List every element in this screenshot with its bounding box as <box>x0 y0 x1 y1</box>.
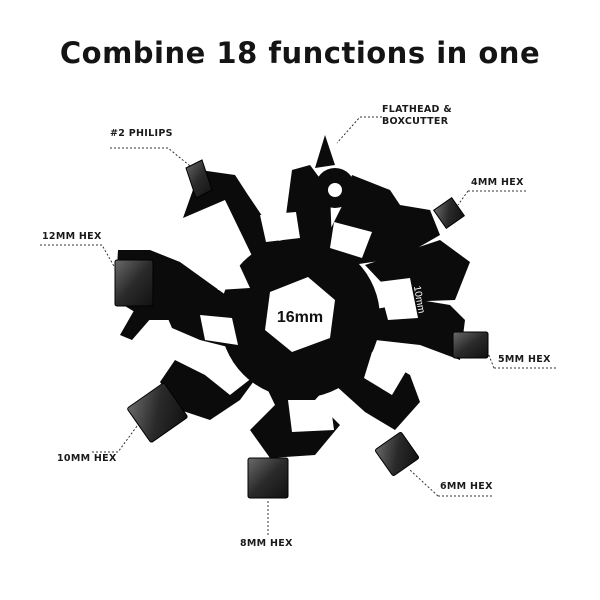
callout-5mm-hex: 5MM HEX <box>498 354 551 365</box>
callout-10mm-hex: 10MM HEX <box>57 453 117 464</box>
bit-4mm <box>432 196 466 230</box>
callout-flathead-line1: FLATHEAD & <box>382 104 452 115</box>
size-label-16mm: 16mm <box>277 309 323 326</box>
bit-12mm <box>114 259 154 307</box>
page-title: Combine 18 functions in one <box>59 36 541 70</box>
tool-cutouts <box>200 183 418 432</box>
tool-body <box>115 135 470 458</box>
bit-philips <box>185 159 213 199</box>
bit-8mm <box>247 457 289 499</box>
size-label-10mm: 10mm <box>411 285 427 314</box>
bit-6mm <box>375 432 419 476</box>
callout-8mm-hex: 8MM HEX <box>240 538 293 549</box>
callout-flathead: FLATHEAD & BOXCUTTER <box>382 104 452 128</box>
size-label-8mm: 8mm <box>264 222 286 233</box>
hex-16mm-opening <box>265 277 335 352</box>
callout-6mm-hex: 6MM HEX <box>440 481 493 492</box>
callout-4mm-hex: 4MM HEX <box>471 177 524 188</box>
callout-12mm-hex: 12MM HEX <box>42 231 102 242</box>
hex-bits <box>114 159 489 499</box>
size-label-13mm: 13mm <box>301 412 329 423</box>
callout-flathead-line2: BOXCUTTER <box>382 116 449 127</box>
bit-10mm <box>127 382 188 443</box>
bit-5mm <box>452 331 489 359</box>
callout-philips: #2 PHILIPS <box>110 128 173 139</box>
